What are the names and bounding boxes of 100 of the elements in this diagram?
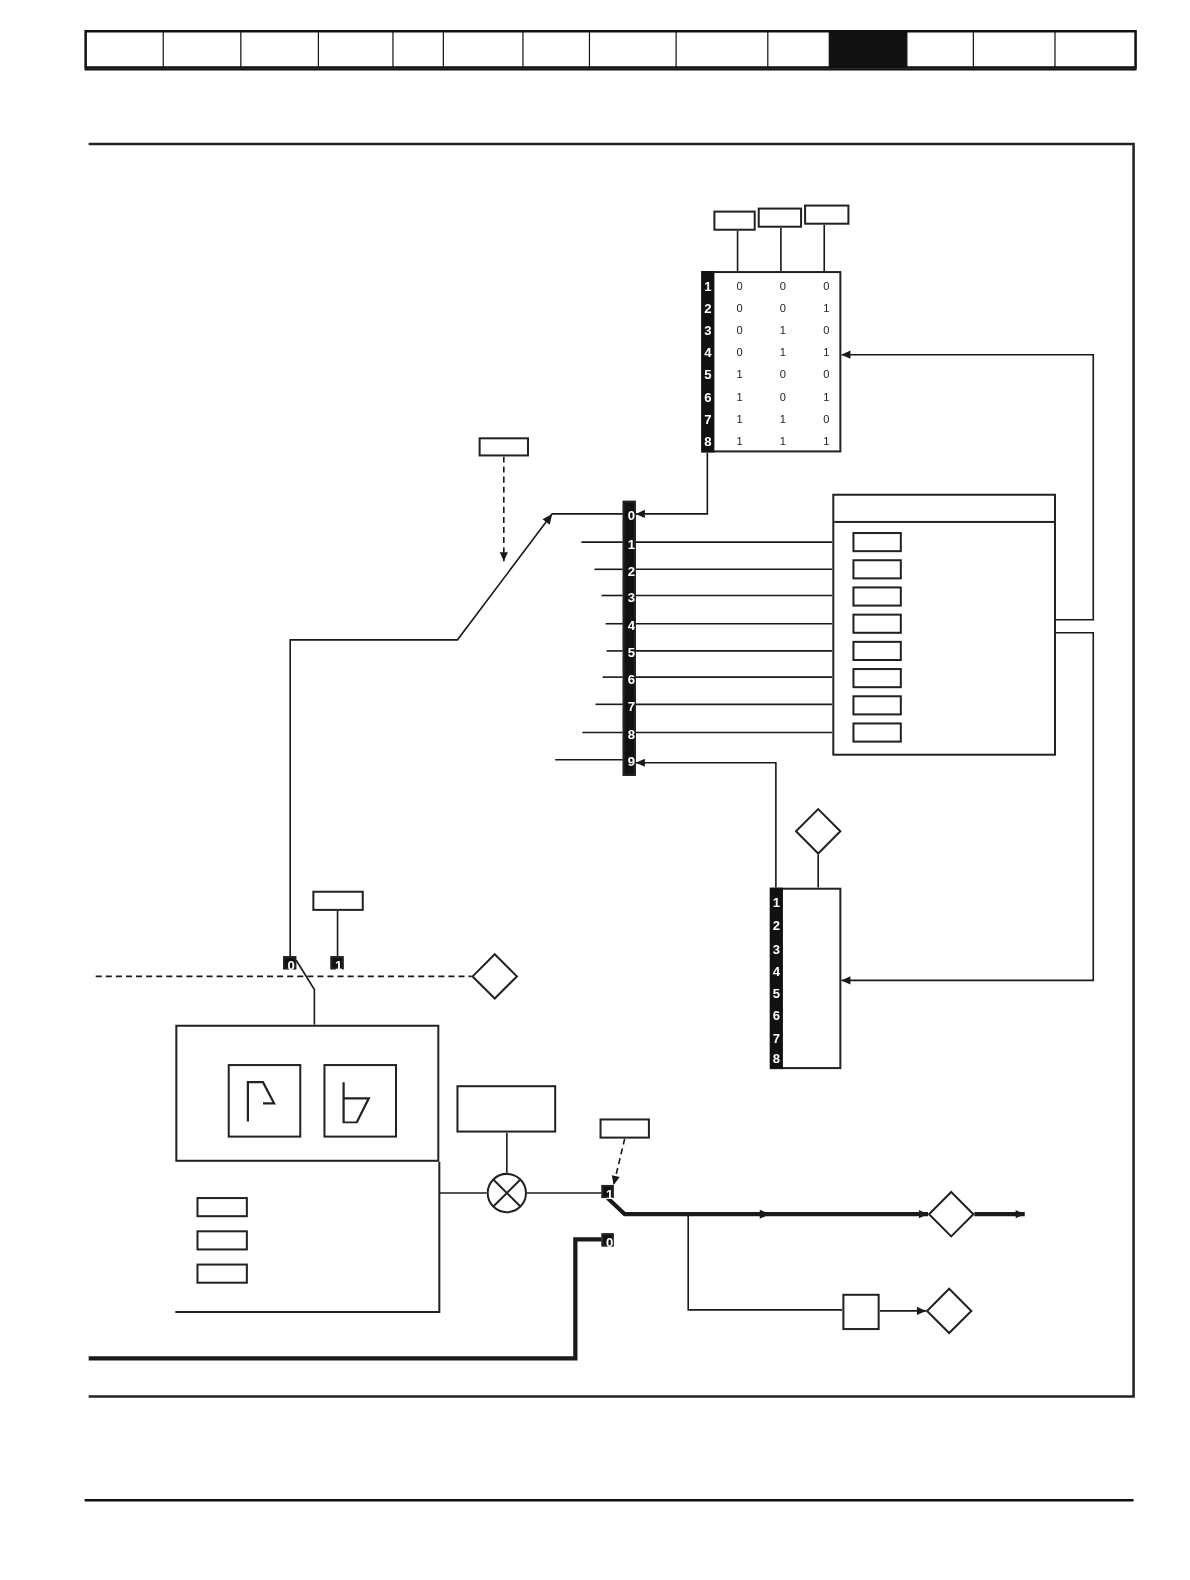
switch-contact — [330, 956, 344, 970]
table-value: 1 — [823, 347, 830, 359]
position-number: 8 — [772, 1051, 780, 1065]
parameter-box — [852, 586, 902, 607]
parameter-box — [599, 1118, 650, 1139]
table-value: 0 — [823, 413, 830, 425]
table-value: 1 — [823, 391, 830, 403]
table-value: 0 — [779, 391, 786, 403]
connector-line — [295, 959, 316, 1026]
connector-line — [438, 1192, 488, 1194]
table-value: 0 — [779, 280, 786, 292]
arrow — [635, 451, 709, 518]
table-value: 1 — [779, 347, 786, 359]
diamond-symbol — [926, 1287, 973, 1335]
connector-line — [506, 1131, 508, 1174]
connector-line — [635, 541, 834, 543]
position-number: 0 — [627, 509, 635, 523]
parameter-box — [852, 722, 902, 743]
connector-line — [606, 1197, 844, 1311]
contact-number: 1 — [334, 958, 343, 972]
parameter-box — [842, 1293, 880, 1331]
connector-line — [635, 568, 834, 571]
table-value: 0 — [823, 369, 830, 381]
dashed-arrow — [611, 1137, 626, 1186]
table-value: 0 — [736, 347, 743, 359]
table-value: 0 — [779, 302, 786, 314]
row-number: 7 — [704, 412, 712, 426]
connector-line — [604, 622, 624, 625]
row-number: 3 — [704, 323, 712, 338]
position-number: 6 — [772, 1009, 780, 1023]
position-number: 4 — [627, 619, 635, 633]
table-value: 1 — [779, 435, 786, 447]
function-block — [175, 1024, 440, 1162]
parameter-box — [757, 207, 803, 228]
table-value: 1 — [736, 391, 743, 403]
table-value: 1 — [779, 413, 786, 425]
diamond-symbol — [471, 953, 518, 1000]
row-number: 4 — [704, 346, 712, 360]
connector-line — [580, 541, 624, 543]
menu-panel — [832, 493, 1056, 756]
row-number: 8 — [704, 434, 712, 448]
position-number: 1 — [772, 896, 780, 910]
arrow — [974, 1210, 1025, 1219]
parameter-box — [196, 1263, 248, 1284]
parameter-box — [852, 559, 902, 580]
contact-number: 0 — [287, 958, 295, 972]
position-number: 2 — [772, 918, 780, 932]
connector-line — [823, 223, 826, 272]
position-number: 9 — [627, 755, 635, 769]
connector-line — [594, 703, 624, 706]
table-value: 0 — [779, 369, 786, 381]
position-number: 3 — [627, 590, 635, 605]
connector-line — [780, 226, 782, 272]
position-number: 5 — [772, 986, 780, 1001]
row-number: 6 — [704, 390, 712, 404]
position-number: 7 — [627, 699, 635, 713]
contact-number: 1 — [605, 1187, 614, 1201]
position-number: 4 — [772, 964, 780, 978]
parameter-box — [713, 210, 756, 231]
connector-line — [635, 731, 834, 734]
position-number: 5 — [627, 646, 635, 660]
arrow — [840, 350, 1095, 621]
position-number: 2 — [627, 564, 635, 578]
contact-number: 0 — [605, 1235, 614, 1249]
diamond-symbol — [795, 808, 842, 855]
connector-line — [605, 650, 624, 652]
switch-contact — [601, 1233, 614, 1247]
arrow — [289, 513, 624, 958]
connector-line — [88, 1237, 602, 1361]
connector-line — [635, 676, 834, 678]
table-value: 0 — [736, 324, 743, 337]
row-number: 2 — [704, 301, 712, 315]
multiplier-symbol — [486, 1172, 527, 1214]
parameter-box — [852, 532, 902, 553]
diamond-symbol — [928, 1191, 975, 1238]
connector-line — [593, 568, 624, 571]
position-number: 8 — [627, 728, 635, 742]
connector-line — [635, 594, 834, 597]
parameter-box — [852, 668, 902, 689]
position-number: 3 — [772, 942, 780, 956]
position-number: 1 — [627, 537, 635, 551]
row-number: 1 — [704, 279, 712, 293]
switch-contact — [601, 1184, 614, 1199]
table-value: 0 — [736, 280, 743, 292]
connector-line — [601, 676, 624, 678]
connector-line — [635, 650, 834, 652]
parameter-box — [852, 640, 902, 661]
dashed-connector-line — [94, 975, 473, 978]
dashed-arrow — [499, 455, 508, 563]
connector-line — [526, 1192, 603, 1194]
parameter-box — [196, 1230, 248, 1251]
connector-line — [554, 758, 624, 761]
parameter-box — [804, 204, 850, 225]
table-value: 1 — [736, 413, 743, 425]
symbol-box — [323, 1064, 397, 1138]
table-value: 1 — [736, 369, 743, 381]
parameter-box — [852, 695, 902, 716]
arrow — [840, 632, 1095, 985]
symbol-box — [227, 1064, 302, 1138]
table-value: 0 — [736, 302, 743, 314]
